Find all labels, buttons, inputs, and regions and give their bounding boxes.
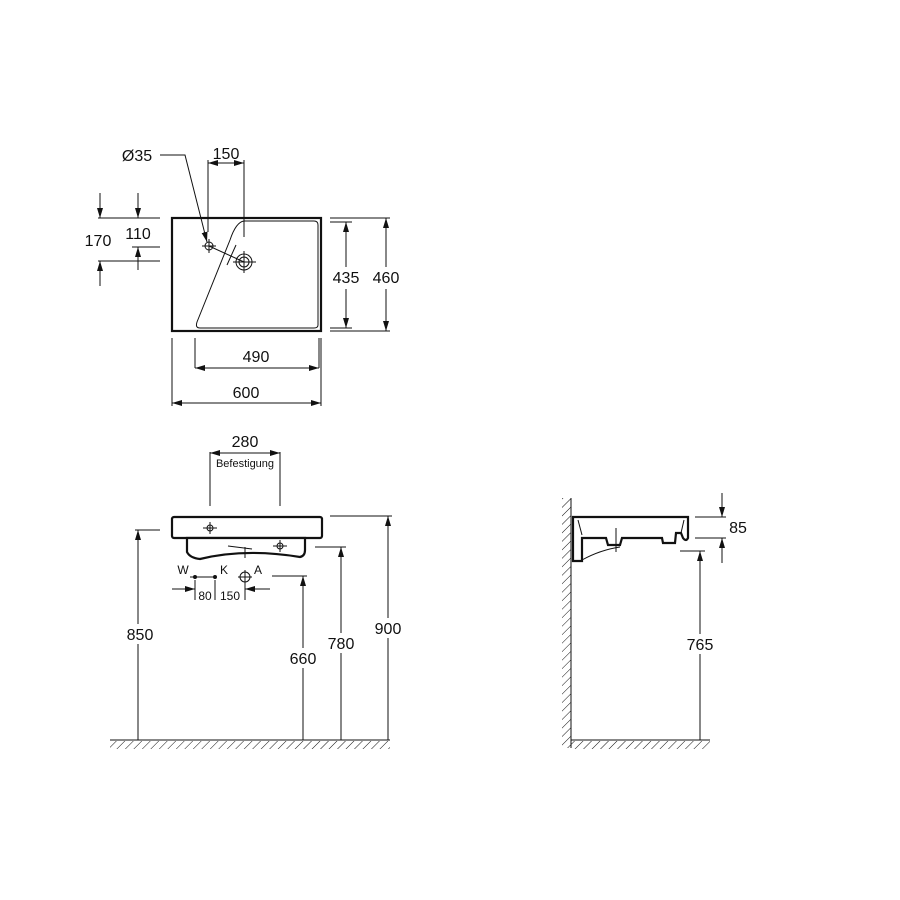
inner-depth-label: 435 — [333, 270, 360, 287]
depth-170-label: 170 — [85, 233, 112, 250]
height-900-label: 900 — [375, 621, 402, 638]
top-view: Ø35 150 170 110 435 460 490 600 — [85, 146, 401, 406]
height-780-label: 780 — [328, 636, 355, 653]
height-850-label: 850 — [127, 627, 154, 644]
height-660-label: 660 — [290, 651, 317, 668]
basin-bowl — [195, 220, 319, 329]
fixing-mark-icon — [273, 540, 287, 552]
front-view: 280 Befestigung W K A 80 150 850 660 780… — [110, 434, 405, 749]
inner-width-label: 490 — [243, 349, 270, 366]
outer-depth-label: 460 — [373, 270, 400, 287]
label-k: K — [220, 563, 228, 577]
fixing-label: Befestigung — [216, 458, 274, 470]
dim-80-label: 80 — [198, 589, 212, 603]
basin-outline-top — [170, 216, 323, 333]
hole-diameter-label: Ø35 — [122, 148, 152, 165]
fixing-distance-label: 280 — [232, 434, 259, 451]
dim-150-label: 150 — [220, 589, 240, 603]
label-w: W — [177, 563, 189, 577]
basin-height-label: 85 — [729, 520, 747, 537]
outer-width-label: 600 — [233, 385, 260, 402]
underside-height-label: 765 — [687, 637, 714, 654]
tap-offset-label: 150 — [213, 146, 240, 163]
label-a: A — [254, 563, 262, 577]
depth-110-label: 110 — [125, 226, 151, 243]
side-view: 85 765 — [562, 493, 747, 749]
fixing-mark-icon — [203, 522, 217, 534]
